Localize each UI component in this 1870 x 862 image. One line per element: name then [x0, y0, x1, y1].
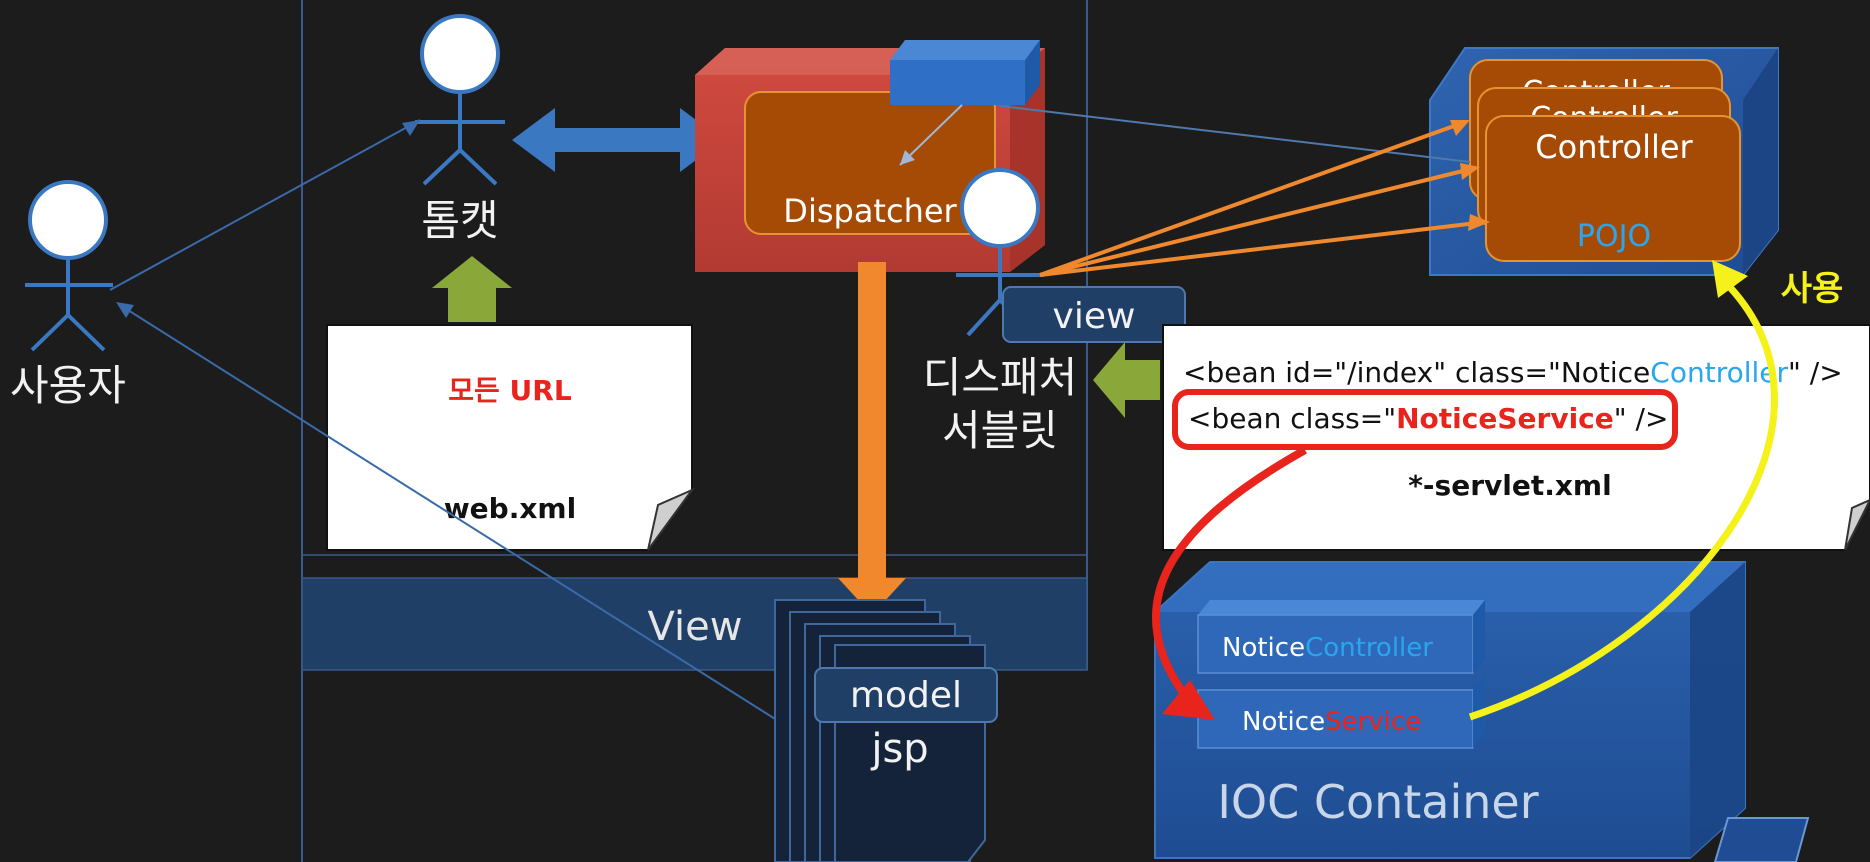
- yellow-curve-arrowhead: [1712, 260, 1748, 298]
- bean-line-1-highlight: Controller: [1650, 356, 1788, 389]
- view-band-label: View: [648, 604, 743, 650]
- servlet-to-controller-arrowheads: [1450, 120, 1490, 231]
- bean-line-2-highlight: NoticeService: [1396, 402, 1614, 435]
- user-request-arrowhead-1: [402, 120, 420, 136]
- usage-label: 사용: [1781, 269, 1844, 309]
- bean-line-1: <bean id="/index" class="NoticeControlle…: [1183, 356, 1843, 389]
- green-up-arrow: [432, 256, 512, 322]
- user-request-arrowhead-2: [116, 302, 134, 318]
- bean-line-2-prefix: <bean class=": [1188, 402, 1396, 435]
- web-xml-filename: web.xml: [444, 492, 576, 525]
- tomcat-label: 톰캣: [421, 196, 498, 245]
- view-tag-box: [1002, 286, 1186, 343]
- tomcat-actor: [415, 14, 505, 186]
- bean-line-1-prefix: <bean id="/index" class="Notice: [1183, 356, 1650, 389]
- corner-icon: [1713, 817, 1810, 862]
- ioc-bean-controller-highlight: Controller: [1305, 633, 1433, 663]
- all-url-label: 모든 URL: [448, 374, 572, 407]
- ioc-container-label: IOC Container: [1217, 775, 1538, 829]
- bean-line-2: <bean class="NoticeService" />: [1188, 402, 1668, 435]
- pojo-label: POJO: [1577, 219, 1651, 254]
- ioc-bean-controller-prefix: Notice: [1222, 633, 1305, 663]
- controller-container: Controller Controller Controller POJO: [1429, 47, 1779, 276]
- user-label: 사용자: [10, 361, 126, 410]
- user-actor: [25, 180, 113, 352]
- jsp-label: jsp: [870, 726, 928, 772]
- tomcat-dispatcher-arrow: [512, 108, 723, 172]
- servlet-xml-note: <bean id="/index" class="NoticeControlle…: [1162, 324, 1870, 551]
- yellow-curve-arrow: [1468, 279, 1778, 721]
- servlet-xml-filename: *-servlet.xml: [1408, 469, 1611, 502]
- ioc-bean-service: NoticeService: [1242, 707, 1421, 737]
- dispatcher-servlet-label-2: 서블릿: [942, 406, 1058, 455]
- bean-line-2-highlight-box: [1172, 389, 1678, 450]
- green-left-arrow: [1093, 342, 1160, 418]
- user-request-lines: [109, 119, 841, 761]
- model-tag-box: [814, 667, 998, 723]
- dispatcher-to-controller-line: [999, 105, 1471, 163]
- dispatcher-box: Dispatcher: [695, 40, 1045, 272]
- bean-line-1-suffix: " />: [1788, 356, 1843, 389]
- servlet-to-controller-arrows: [1039, 120, 1486, 277]
- dispatcher-to-jsp-arrow: [838, 262, 906, 615]
- ioc-bean-service-highlight: Service: [1325, 707, 1421, 737]
- red-curve-arrow: [1151, 446, 1307, 705]
- dispatcher-servlet-label-1: 디스패처: [923, 353, 1078, 402]
- ioc-bean-controller: NoticeController: [1222, 633, 1433, 663]
- model-label: model: [850, 675, 962, 716]
- ioc-container: NoticeController NoticeService IOC Conta…: [1154, 561, 1746, 859]
- ioc-bean-service-prefix: Notice: [1242, 707, 1325, 737]
- controller-front-label: Controller: [1535, 128, 1693, 166]
- view-tag-label: view: [1053, 296, 1136, 337]
- bean-line-2-suffix: " />: [1614, 402, 1669, 435]
- red-curve-arrowhead: [1162, 680, 1215, 720]
- dispatcher-label: Dispatcher: [783, 192, 957, 230]
- web-xml-note: 모든 URL web.xml: [326, 324, 696, 551]
